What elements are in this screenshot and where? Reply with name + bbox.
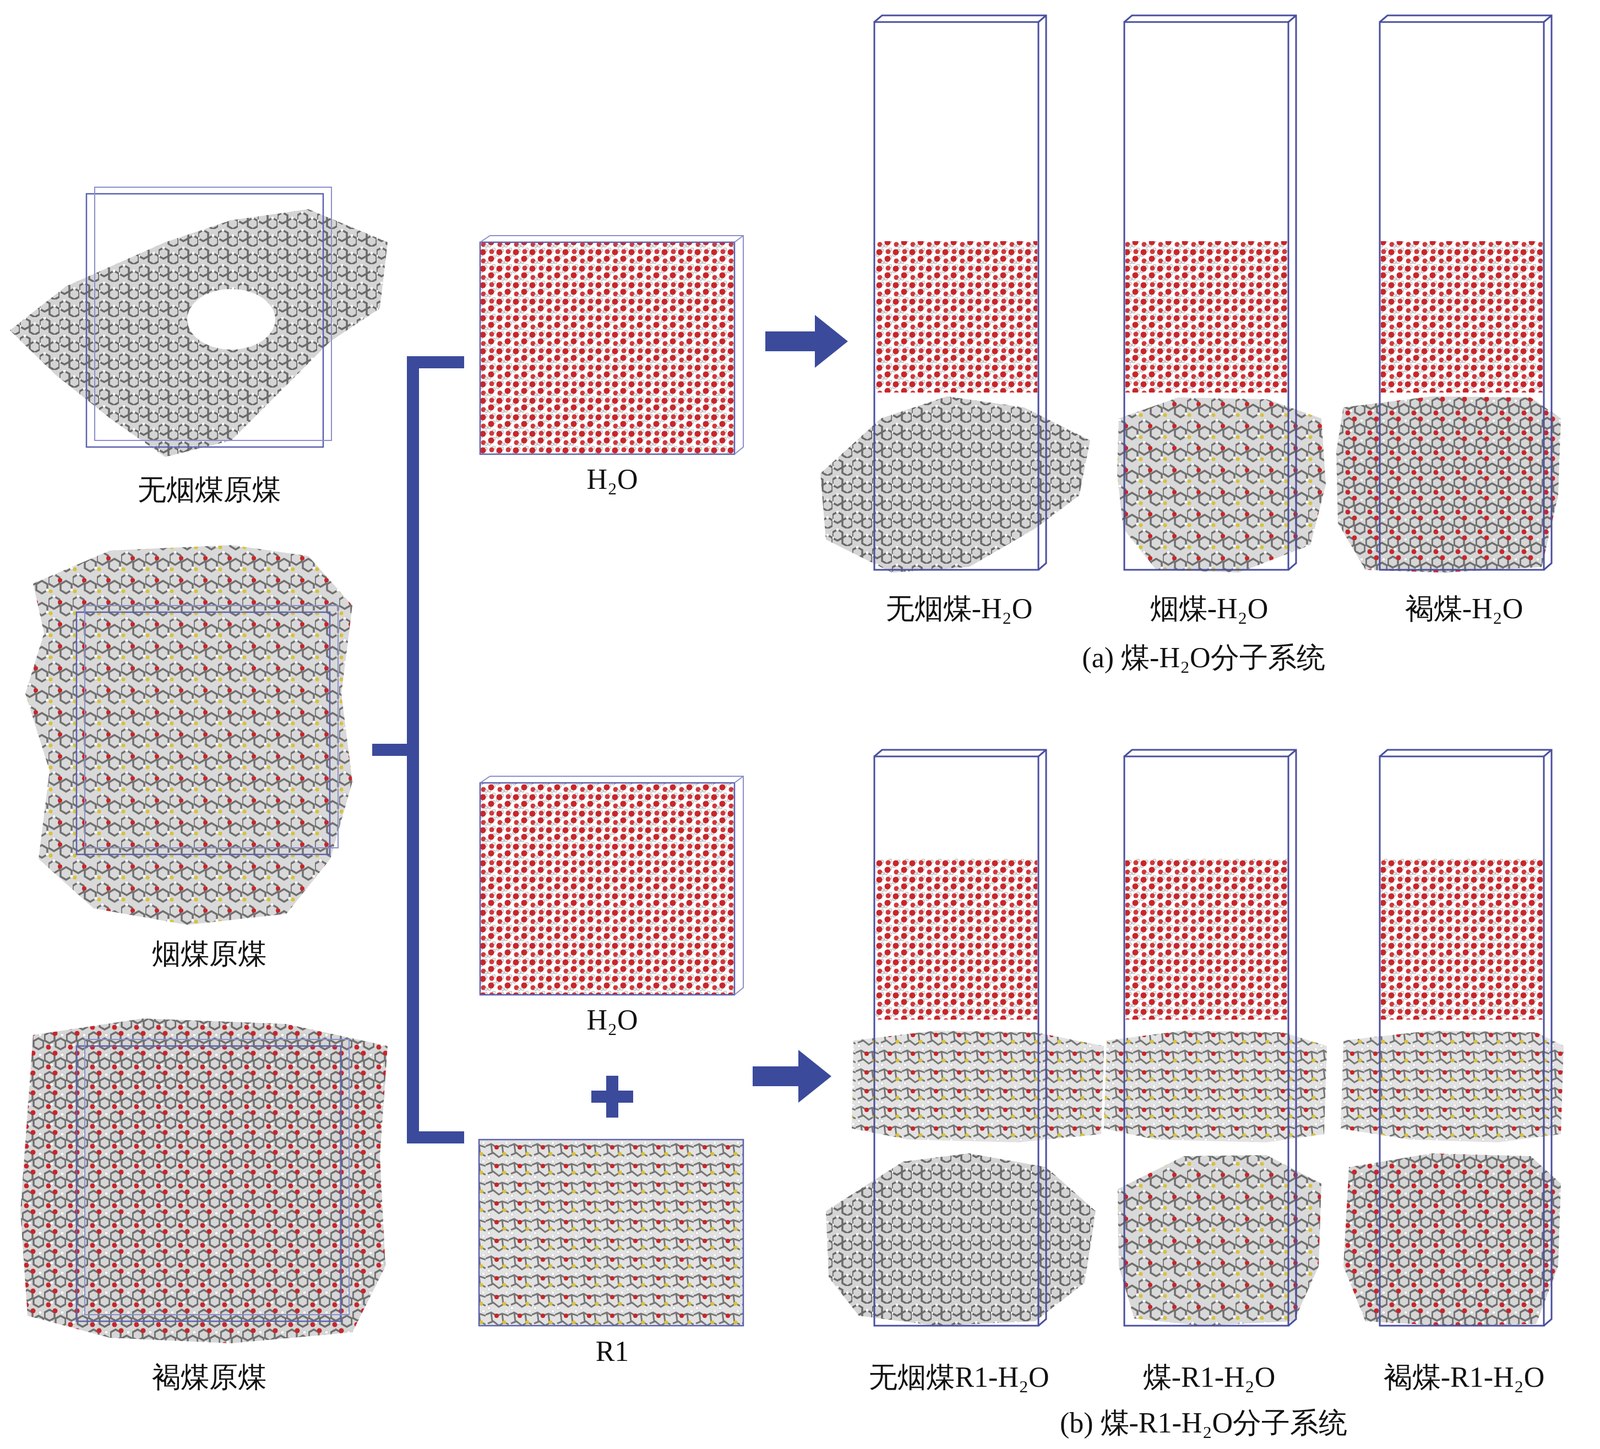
box-label: H₂O (586, 1004, 638, 1036)
panel-caption: (b) 煤-R1-H₂O分子系统 (1059, 1407, 1348, 1439)
simulation-cell (820, 15, 1091, 573)
simulation-cell (1340, 749, 1564, 1326)
system-label: 褐煤-R1-H₂O (1383, 1361, 1545, 1393)
simulation-cell (1117, 15, 1326, 573)
r1-box (479, 1139, 744, 1326)
sample-label: 无烟煤原煤 (137, 474, 281, 506)
system-label: 褐煤-H₂O (1405, 592, 1524, 625)
bituminous-model (25, 545, 353, 925)
lignite-model (20, 1018, 388, 1344)
system-label: 煤-R1-H₂O (1143, 1361, 1276, 1393)
anthracite-model (9, 187, 388, 457)
grouping-bracket (372, 362, 465, 1138)
system-label: 无烟煤R1-H₂O (868, 1361, 1049, 1393)
water-box (480, 776, 744, 995)
simulation-cell (1336, 15, 1561, 573)
panel-caption: (a) 煤-H₂O分子系统 (1081, 641, 1325, 674)
box-label: H₂O (586, 463, 638, 495)
process-arrow (765, 314, 848, 368)
sample-label: 烟煤原煤 (151, 938, 267, 970)
water-box (480, 235, 744, 455)
sample-label: 褐煤原煤 (151, 1361, 267, 1393)
plus-sign (591, 1075, 634, 1118)
system-label: 无烟煤-H₂O (885, 592, 1033, 625)
box-label: R1 (595, 1335, 630, 1368)
system-label: 烟煤-H₂O (1150, 592, 1269, 625)
process-arrow (752, 1049, 832, 1103)
simulation-cell (825, 749, 1104, 1326)
simulation-cell (1103, 749, 1327, 1326)
